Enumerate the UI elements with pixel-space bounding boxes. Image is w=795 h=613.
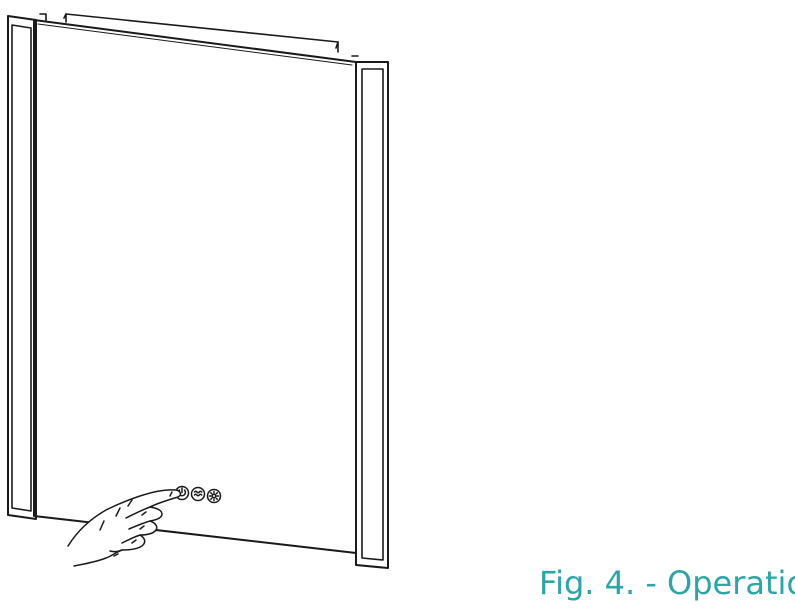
top-bracket — [39, 13, 359, 57]
mirror-panel — [33, 19, 357, 554]
right-light-strip — [355, 61, 389, 569]
touch-controls — [174, 485, 222, 504]
hand-illustration — [67, 489, 182, 567]
brightness-icon[interactable] — [206, 488, 222, 504]
figure-caption: Fig. 4. - Operation — [539, 564, 795, 602]
defog-icon[interactable] — [190, 486, 206, 502]
left-light-strip — [7, 15, 37, 520]
